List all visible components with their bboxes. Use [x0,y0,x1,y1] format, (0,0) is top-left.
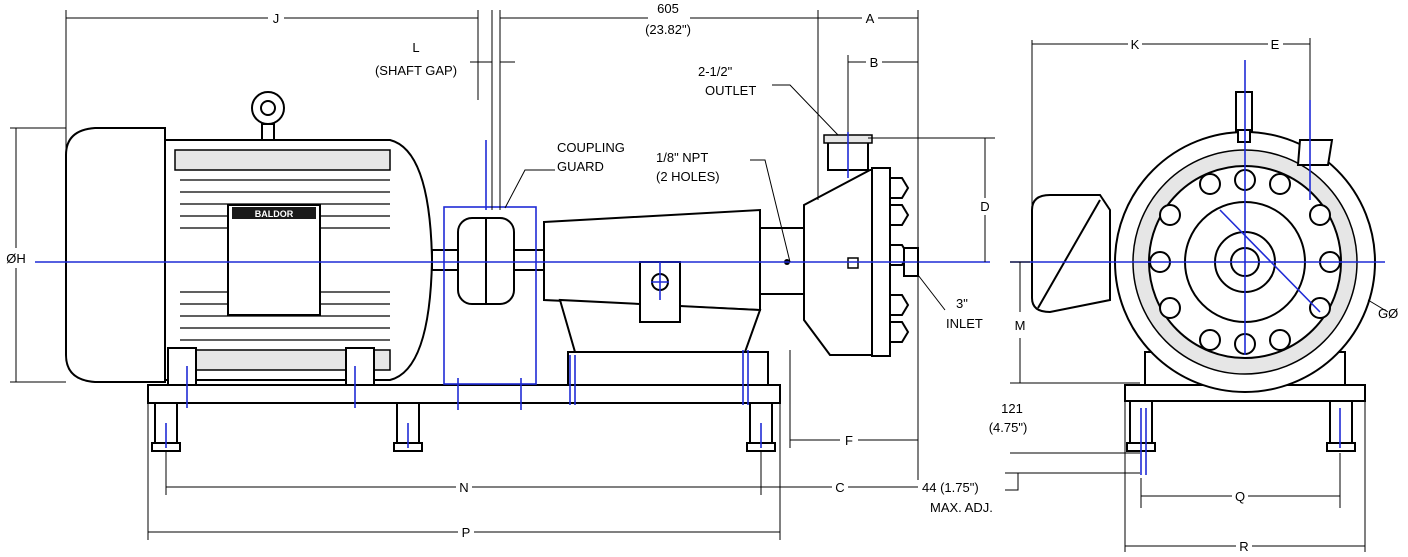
dim-J-label: J [273,11,280,26]
dim-A-label: A [866,11,875,26]
side-vertical-marks [165,132,849,448]
dim-121-label: 121 [1001,401,1023,416]
dim-N-label: N [459,480,468,495]
dim-K-label: K [1131,37,1140,52]
pump-head [784,134,919,357]
outlet-size-label: 2-1/2" [698,64,733,79]
dim-B-label: B [870,55,879,70]
outlet-label: OUTLET [705,83,756,98]
dim-605-inch-label: (23.82") [645,22,691,37]
dim-F-label: F [845,433,853,448]
base-plate [147,384,781,452]
max-adjust-label: MAX. ADJ. [930,500,993,515]
coupling-guard [443,206,537,385]
dim-P-label: P [462,525,471,540]
dim-121-inch-label: (4.75") [989,420,1028,435]
dim-GO-label: GØ [1378,306,1398,321]
coupling-label: COUPLING [557,140,625,155]
guard-label: GUARD [557,159,604,174]
end-dimension-lines [1005,38,1389,552]
dim-M-label: M [1015,318,1026,333]
npt-holes-label: (2 HOLES) [656,169,720,184]
bearing-frame [543,208,805,386]
end-view [1010,60,1385,475]
dim-Q-label: Q [1235,489,1245,504]
dim-L-label: L [412,40,419,55]
shaft-gap-label: (SHAFT GAP) [375,63,457,78]
dim-C-label: C [835,480,844,495]
inlet-label: INLET [946,316,983,331]
coupling [457,217,545,305]
inlet-size-label: 3" [956,296,968,311]
dim-E-label: E [1271,37,1280,52]
npt-label: 1/8" NPT [656,150,708,165]
brand-label: BALDOR [255,209,294,219]
side-dimension-lines [10,10,995,540]
adjust-label: 44 (1.75") [922,480,979,495]
dim-D-label: D [980,199,989,214]
motor: BALDOR [65,91,463,386]
dim-605-label: 605 [657,1,679,16]
dim-OH-label: ØH [6,251,26,266]
dim-R-label: R [1239,539,1248,554]
